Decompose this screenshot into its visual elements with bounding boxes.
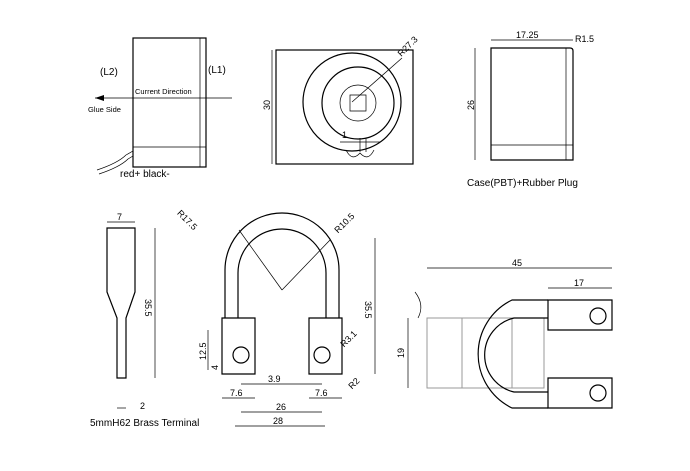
u-outer-arc bbox=[224, 212, 340, 318]
length-label: 45 bbox=[512, 258, 522, 268]
glue-side-label: Glue Side bbox=[88, 105, 121, 114]
radius-leader bbox=[351, 57, 403, 103]
case-round-view: 30 R27.3 1 bbox=[262, 34, 420, 165]
left-pad bbox=[221, 317, 256, 375]
case-caption: Case(PBT)+Rubber Plug bbox=[467, 178, 578, 189]
side-wire bbox=[414, 291, 422, 319]
top-lug-hole bbox=[589, 307, 607, 325]
hole-h-label: 12.5 bbox=[198, 342, 208, 360]
pitch-label: 26 bbox=[276, 402, 286, 412]
bottom-lug-hole bbox=[589, 384, 607, 402]
outer-dim-label: 30 bbox=[262, 100, 272, 110]
side-radius-label: R1.5 bbox=[575, 34, 594, 44]
r-outer-label: R17.5 bbox=[175, 208, 199, 232]
right-pad bbox=[308, 317, 343, 375]
right-hole bbox=[313, 346, 331, 364]
case-ghost bbox=[426, 317, 545, 389]
r-outer-leader bbox=[238, 229, 283, 291]
wire-black bbox=[98, 155, 134, 175]
u-profile-inner bbox=[484, 317, 548, 393]
case-front-view: (L2) (L1) Current Direction Glue Side re… bbox=[88, 37, 232, 180]
width-label: 28 bbox=[273, 416, 283, 426]
width-label: 17.25 bbox=[516, 30, 539, 40]
r-inner-label: R10.5 bbox=[332, 211, 356, 235]
wire-label: red+ black- bbox=[120, 169, 170, 180]
round-case-box bbox=[275, 49, 414, 165]
terminal-profile-view: 7 35.5 2 5mmH62 Brass Terminal bbox=[90, 212, 199, 429]
terminal-profile-outline bbox=[106, 227, 136, 379]
front-height-label: 35.5 bbox=[363, 301, 373, 319]
end-label: 17 bbox=[574, 278, 584, 288]
corner-r-label: R2 bbox=[346, 376, 361, 391]
terminal-front-view: R17.5 R10.5 35.5 R3.1 R2 12.5 4 3.9 7.6 … bbox=[175, 208, 376, 427]
top-width-label: 7 bbox=[117, 212, 122, 222]
side-outline bbox=[490, 47, 574, 161]
case-outline bbox=[132, 37, 207, 168]
radius-label: R27.3 bbox=[396, 34, 420, 58]
l2-label: (L2) bbox=[100, 67, 118, 78]
center-hub bbox=[339, 84, 377, 122]
hole-pos-label: 3.9 bbox=[268, 374, 281, 384]
hole-off-label: 4 bbox=[210, 365, 220, 370]
u-profile-outer bbox=[477, 299, 548, 409]
current-direction-label: Current Direction bbox=[135, 87, 192, 96]
bottom-lug bbox=[547, 377, 613, 409]
current-arrowhead bbox=[95, 95, 104, 101]
pad-left-label: 7.6 bbox=[230, 388, 243, 398]
terminal-side-view: 45 17 19 bbox=[396, 258, 613, 409]
bottom-width-label: 2 bbox=[140, 401, 145, 411]
profile-height-label: 35.5 bbox=[143, 299, 153, 317]
outer-ring bbox=[302, 52, 402, 152]
left-hole bbox=[232, 346, 250, 364]
u-inner-arc bbox=[237, 228, 327, 318]
hub-cross bbox=[349, 94, 367, 112]
bottom-clip bbox=[345, 149, 375, 158]
wire-red bbox=[96, 150, 134, 171]
side-height-label: 26 bbox=[466, 100, 476, 110]
gap-label: 1 bbox=[342, 130, 347, 140]
case-side-view: 17.25 26 R1.5 Case(PBT)+Rubber Plug bbox=[466, 30, 594, 189]
inner-ring bbox=[321, 66, 395, 140]
l1-label: (L1) bbox=[208, 65, 226, 76]
terminal-caption: 5mmH62 Brass Terminal bbox=[90, 418, 199, 429]
pad-right-label: 7.6 bbox=[315, 388, 328, 398]
r-inner-leader bbox=[281, 239, 331, 291]
side-height-label: 19 bbox=[396, 348, 406, 358]
top-lug bbox=[547, 299, 613, 331]
